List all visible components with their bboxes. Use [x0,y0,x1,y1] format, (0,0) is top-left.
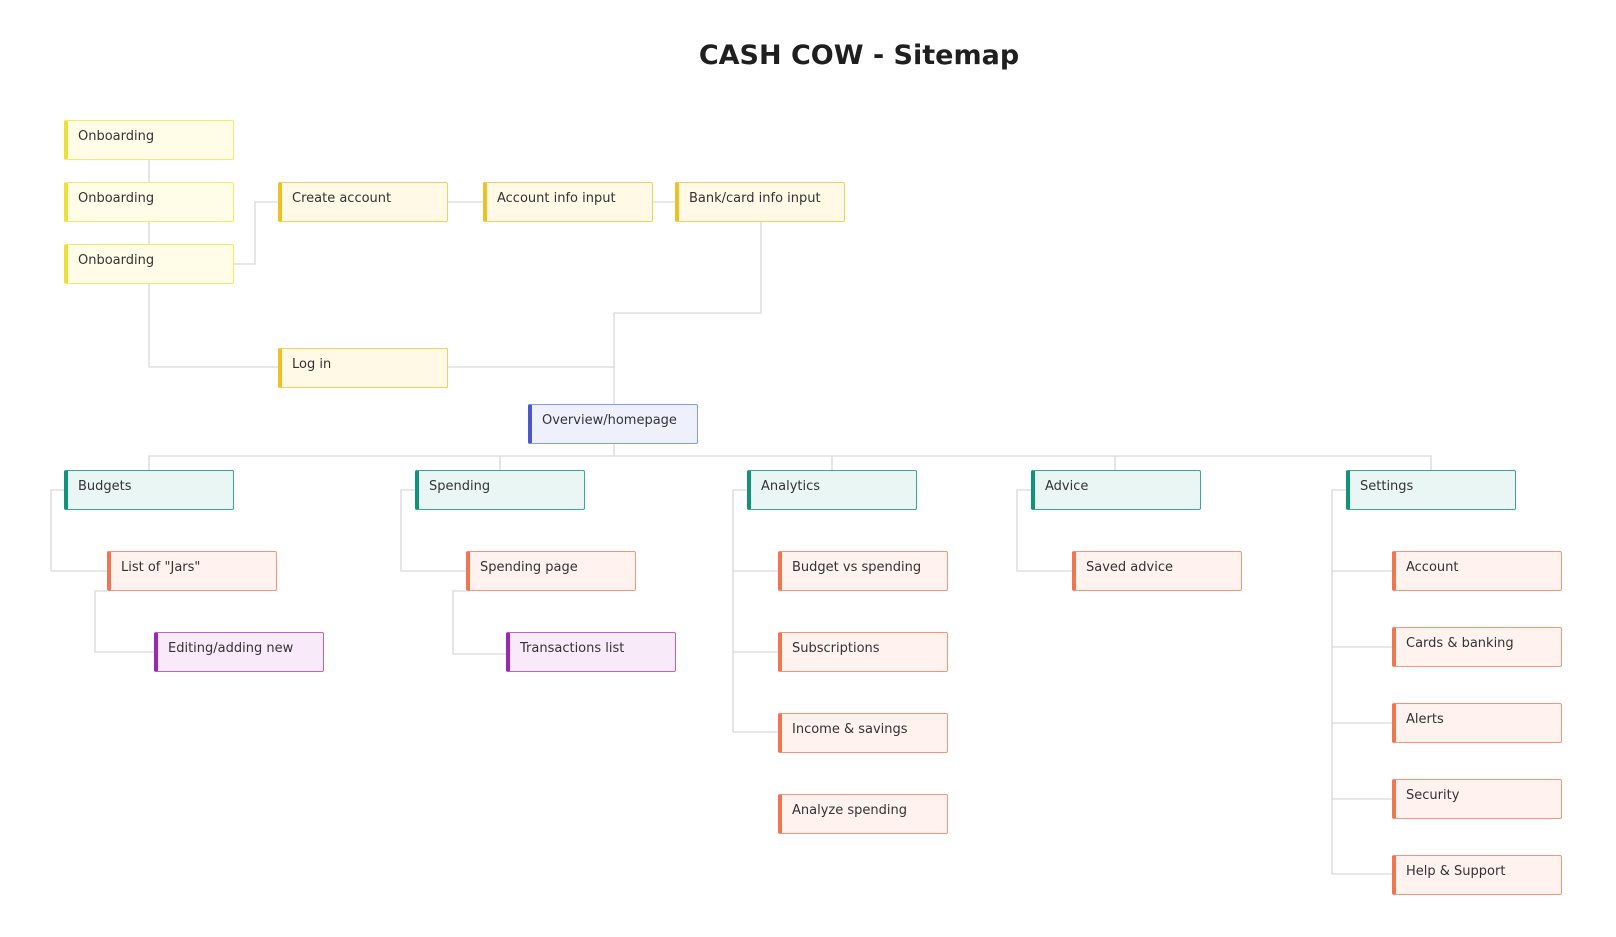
connector-bank-home [613,222,762,404]
node-create-account[interactable]: Create account [278,182,448,222]
node-list-of-jars[interactable]: List of "Jars" [107,551,277,591]
node-settings[interactable]: Settings [1346,470,1516,510]
connector-analytics-trunk [732,489,778,733]
node-account-info-input[interactable]: Account info input [483,182,653,222]
node-onboarding-3[interactable]: Onboarding [64,244,234,284]
node-alerts[interactable]: Alerts [1392,703,1562,743]
node-cards-banking[interactable]: Cards & banking [1392,627,1562,667]
node-income-savings[interactable]: Income & savings [778,713,948,753]
node-spending-page[interactable]: Spending page [466,551,636,591]
connector-budgets-jars [50,489,107,572]
page-title: CASH COW - Sitemap [698,40,1020,71]
connector-onboarding-login [148,284,278,368]
node-help-support[interactable]: Help & Support [1392,855,1562,895]
connector-page-transactions [452,590,506,655]
node-onboarding-2[interactable]: Onboarding [64,182,234,222]
node-log-in[interactable]: Log in [278,348,448,388]
node-account[interactable]: Account [1392,551,1562,591]
node-editing-adding-new[interactable]: Editing/adding new [154,632,324,672]
connector-spending-page [400,489,466,572]
node-subscriptions[interactable]: Subscriptions [778,632,948,672]
node-security[interactable]: Security [1392,779,1562,819]
node-analytics[interactable]: Analytics [747,470,917,510]
node-analyze-spending[interactable]: Analyze spending [778,794,948,834]
connector-jars-editing [94,590,154,653]
node-spending[interactable]: Spending [415,470,585,510]
connector-settings-trunk [1331,489,1392,875]
node-bank-card-info-input[interactable]: Bank/card info input [675,182,845,222]
node-advice[interactable]: Advice [1031,470,1201,510]
connector-onboarding-create [234,201,278,265]
node-saved-advice[interactable]: Saved advice [1072,551,1242,591]
node-overview-homepage[interactable]: Overview/homepage [528,404,698,444]
node-budget-vs-spending[interactable]: Budget vs spending [778,551,948,591]
node-budgets[interactable]: Budgets [64,470,234,510]
connector-advice-saved [1016,489,1072,572]
node-onboarding-1[interactable]: Onboarding [64,120,234,160]
node-transactions-list[interactable]: Transactions list [506,632,676,672]
connector-sections-bus [148,455,1432,470]
